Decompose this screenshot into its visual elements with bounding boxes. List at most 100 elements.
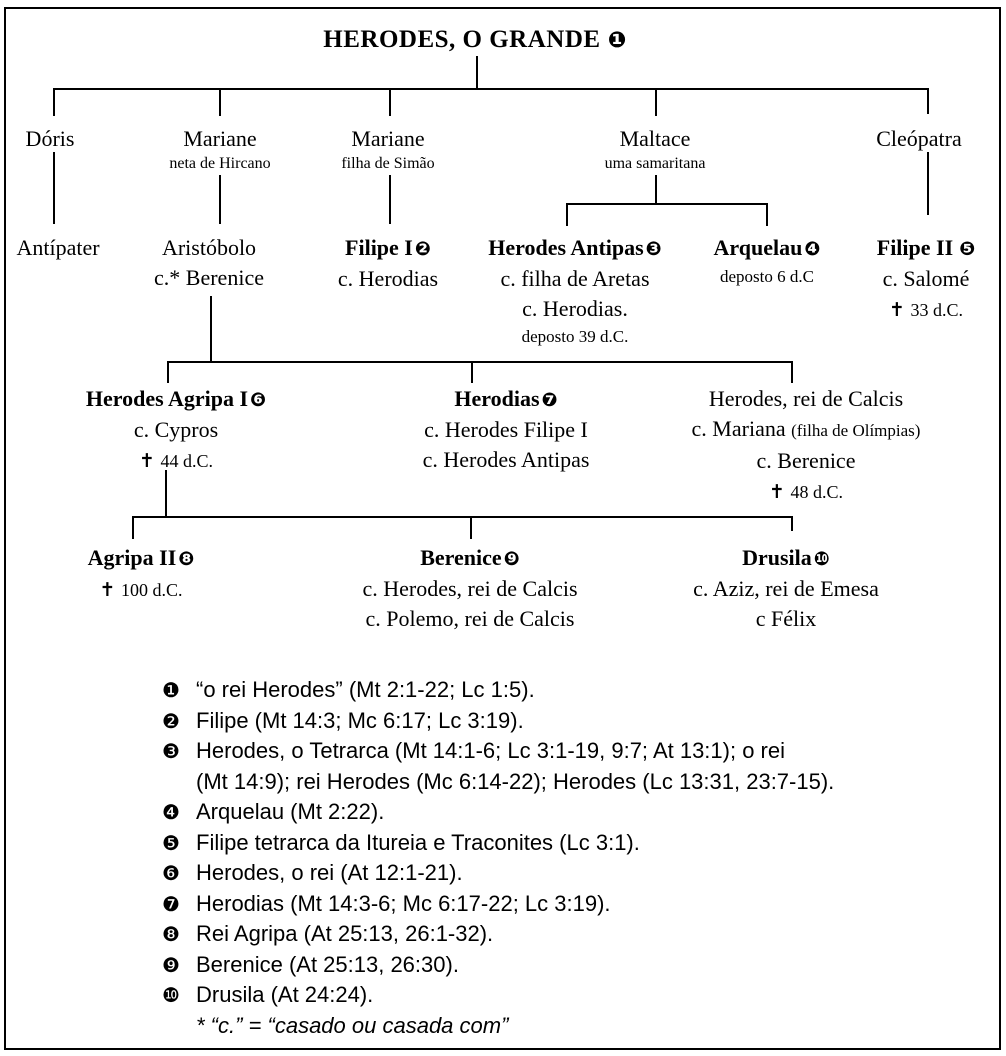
footnote-text: Arquelau (Mt 2:22). bbox=[196, 799, 385, 824]
person-descriptor: filha de Simão bbox=[341, 155, 435, 172]
footnote-lines: Herodias (Mt 14:3-6; Mc 6:17-22; Lc 3:19… bbox=[196, 889, 611, 920]
spouse-line: c. Mariana (filha de Olímpias) bbox=[691, 416, 921, 441]
person-name: Maltace bbox=[619, 126, 691, 151]
footnotes-section: ❶ “o rei Herodes” (Mt 2:1-22; Lc 1:5). ❷… bbox=[162, 675, 942, 1041]
number-badge-icon: ❽ bbox=[178, 548, 195, 570]
footnote-row: ❶ “o rei Herodes” (Mt 2:1-22; Lc 1:5). bbox=[162, 675, 942, 706]
spouse-line: c. Aziz, rei de Emesa bbox=[693, 576, 879, 601]
footnote-text: Drusila (At 24:24). bbox=[196, 982, 374, 1007]
spouse-line: c.* Berenice bbox=[154, 265, 264, 290]
number-badge-icon: ❺ bbox=[162, 830, 180, 855]
tree-node-antipater: Antípater bbox=[16, 233, 99, 263]
number-badge-icon: ❼ bbox=[162, 891, 180, 916]
footnote-lines: Arquelau (Mt 2:22). bbox=[196, 797, 384, 828]
number-badge-icon: ❻ bbox=[250, 389, 267, 411]
footnote-text: (Mt 14:9); rei Herodes (Mc 6:14-22); Her… bbox=[196, 768, 835, 794]
number-badge-icon: ❸ bbox=[162, 739, 180, 763]
death-cross-icon: ✝ bbox=[139, 450, 155, 472]
footnote-lines: Herodes, o rei (At 12:1-21). bbox=[196, 858, 463, 889]
deposed-note: deposto 6 d.C bbox=[720, 267, 814, 286]
death-line: ✝ 100 d.C. bbox=[99, 579, 183, 601]
person-descriptor: neta de Hircano bbox=[169, 155, 271, 172]
footnote-lines: “o rei Herodes” (Mt 2:1-22; Lc 1:5). bbox=[196, 675, 535, 706]
footnote-text: Herodes, o rei (At 12:1-21). bbox=[196, 860, 463, 885]
footnote-row: ❸ Herodes, o Tetrarca (Mt 14:1-6; Lc 3:1… bbox=[162, 736, 942, 797]
spouse-line: c. Herodias bbox=[337, 266, 439, 291]
footnote-row: ❼ Herodias (Mt 14:3-6; Mc 6:17-22; Lc 3:… bbox=[162, 889, 942, 920]
footnote-lines: Filipe tetrarca da Itureia e Traconites … bbox=[196, 828, 640, 859]
spouse-line: c. Berenice bbox=[756, 448, 856, 473]
spouse-line: c. Polemo, rei de Calcis bbox=[365, 606, 575, 631]
death-cross-icon: ✝ bbox=[99, 579, 116, 601]
spouse-line: c. Herodes, rei de Calcis bbox=[362, 576, 578, 601]
footnote-text: Berenice (At 25:13, 26:30). bbox=[196, 951, 459, 977]
person-name: Mariane bbox=[183, 126, 257, 151]
number-badge-icon: ❹ bbox=[804, 238, 821, 260]
footnote-lines: Drusila (At 24:24). bbox=[196, 980, 373, 1011]
spouse-line: c. Salomé bbox=[882, 266, 970, 291]
footnote-text: “o rei Herodes” (Mt 2:1-22; Lc 1:5). bbox=[196, 677, 535, 702]
death-cross-icon: ✝ bbox=[769, 481, 785, 503]
tree-node-mariane-1: Mariane neta de Hircano bbox=[169, 124, 270, 173]
spouse-line: c. Herodias. bbox=[522, 296, 628, 321]
number-badge-icon: ❷ bbox=[414, 238, 431, 260]
footnotes-list: ❶ “o rei Herodes” (Mt 2:1-22; Lc 1:5). ❷… bbox=[162, 675, 942, 1011]
footnote-text: Filipe tetrarca da Itureia e Traconites … bbox=[196, 829, 640, 855]
number-badge-icon: ❹ bbox=[162, 800, 180, 824]
tree-node-cleopatra: Cleópatra bbox=[876, 124, 962, 154]
footnote-row: ❺ Filipe tetrarca da Itureia e Traconite… bbox=[162, 828, 942, 859]
footnote-lines: Berenice (At 25:13, 26:30). bbox=[196, 950, 459, 981]
person-name: Dóris bbox=[25, 126, 75, 151]
footnote-text: Herodias (Mt 14:3-6; Mc 6:17-22; Lc 3:19… bbox=[196, 890, 611, 916]
footnote-text: Filipe (Mt 14:3; Mc 6:17; Lc 3:19). bbox=[196, 707, 524, 733]
tree-node-aristobolo: Aristóbolo c.* Berenice bbox=[154, 233, 264, 293]
death-line: ✝ 48 d.C. bbox=[769, 481, 843, 503]
tree-node-maltace: Maltace uma samaritana bbox=[605, 124, 706, 173]
person-name: Mariane bbox=[351, 126, 425, 151]
number-badge-icon: ❽ bbox=[162, 922, 180, 946]
footnote-row: ❿ Drusila (At 24:24). bbox=[162, 980, 942, 1011]
number-badge-icon: ❸ bbox=[645, 238, 662, 260]
footnote-row: ❻ Herodes, o rei (At 12:1-21). bbox=[162, 858, 942, 889]
parenthetical-note: (filha de Olímpias) bbox=[791, 421, 921, 440]
number-badge-icon: ❻ bbox=[162, 861, 180, 885]
spouse-line: c. Herodes Antipas bbox=[422, 447, 590, 472]
number-badge-icon: ❼ bbox=[541, 389, 558, 411]
death-line: ✝ 44 d.C. bbox=[139, 450, 213, 472]
number-badge-icon: ❺ bbox=[959, 238, 976, 260]
number-badge-icon: ❶ bbox=[607, 28, 627, 53]
number-badge-icon: ❿ bbox=[162, 983, 180, 1007]
footnote-row: ❾ Berenice (At 25:13, 26:30). bbox=[162, 950, 942, 981]
footnote-lines: Filipe (Mt 14:3; Mc 6:17; Lc 3:19). bbox=[196, 706, 524, 737]
number-badge-icon: ❾ bbox=[503, 548, 520, 570]
number-badge-icon: ❾ bbox=[162, 952, 180, 977]
person-descriptor: uma samaritana bbox=[604, 155, 706, 172]
page-border bbox=[4, 7, 1001, 1050]
legend-note: * “c.” = “casado ou casada com” bbox=[196, 1012, 509, 1038]
spouse-line: c. Cypros bbox=[133, 417, 219, 442]
number-badge-icon: ❿ bbox=[813, 548, 830, 570]
spouse-line: c. filha de Aretas bbox=[500, 266, 650, 291]
footnote-lines: Rei Agripa (At 25:13, 26:1-32). bbox=[196, 919, 493, 950]
footnote-row: ❽ Rei Agripa (At 25:13, 26:1-32). bbox=[162, 919, 942, 950]
connector-group bbox=[53, 56, 929, 539]
title-text: HERODES, O GRANDE bbox=[323, 26, 601, 53]
death-line: ✝ 33 d.C. bbox=[889, 299, 963, 321]
person-name: Antípater bbox=[16, 235, 100, 260]
footnote-row: ❹ Arquelau (Mt 2:22). bbox=[162, 797, 942, 828]
